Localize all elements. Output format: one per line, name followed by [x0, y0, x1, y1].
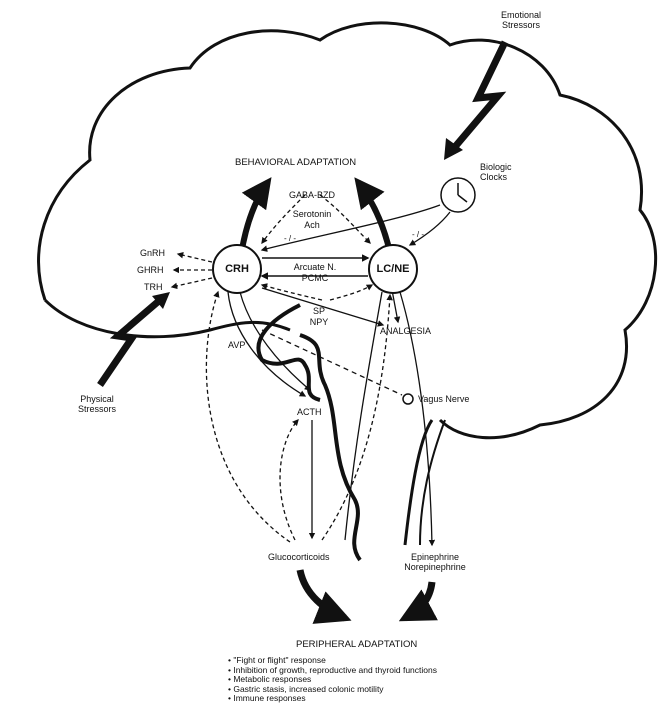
physical-line-2: Stressors	[62, 404, 132, 414]
clocks-line-2: Clocks	[480, 172, 512, 182]
brain-base-line	[45, 300, 290, 337]
physical-stressor-bolt	[100, 300, 160, 385]
lcne-node: LC/NE	[368, 244, 418, 294]
vagus-nerve-label: Vagus Nerve	[418, 394, 469, 404]
peripheral-adaptation-title: PERIPHERAL ADAPTATION	[296, 640, 417, 650]
catecholamines-label: Epinephrine Norepinephrine	[390, 552, 480, 572]
biologic-clocks-label: Biologic Clocks	[480, 162, 512, 182]
gnrh-label: GnRH	[140, 248, 165, 258]
npy-label: NPY	[304, 317, 334, 327]
peripheral-responses-list: "Fight or flight" response Inhibition of…	[228, 656, 437, 704]
behavioral-adaptation-title: BEHAVIORAL ADAPTATION	[235, 158, 356, 168]
acth-label: ACTH	[297, 407, 322, 417]
serotonin-label: Serotonin	[282, 209, 342, 219]
physical-stressors-label: Physical Stressors	[62, 394, 132, 414]
brainstem-outline	[405, 420, 432, 545]
emotional-stressors-label: Emotional Stressors	[476, 10, 566, 30]
vagus-nerve-node	[403, 394, 413, 404]
clock-sign-label: - / -	[412, 230, 424, 240]
clocks-line-1: Biologic	[480, 162, 512, 172]
analgesia-label: ANALGESIA	[380, 326, 431, 336]
arcuate-label: Arcuate N.	[282, 262, 348, 272]
emotional-line-2: Stressors	[476, 20, 566, 30]
avp-label: AVP	[228, 340, 245, 350]
ach-label: Ach	[282, 220, 342, 230]
epinephrine-label: Epinephrine	[390, 552, 480, 562]
crh-sign-label: - / -	[284, 234, 296, 244]
glucocorticoids-label: Glucocorticoids	[268, 552, 330, 562]
trh-label: TRH	[144, 282, 163, 292]
list-item: Immune responses	[228, 694, 437, 704]
sp-label: SP	[304, 306, 334, 316]
emotional-stressor-bolt	[454, 42, 505, 148]
emotional-line-1: Emotional	[476, 10, 566, 20]
norepinephrine-label: Norepinephrine	[390, 562, 480, 572]
physical-line-1: Physical	[62, 394, 132, 404]
gaba-bzd-label: GABA-BZD	[282, 190, 342, 200]
ghrh-label: GHRH	[137, 265, 164, 275]
crh-node: CRH	[212, 244, 262, 294]
pcmc-label: PCMC	[282, 273, 348, 283]
